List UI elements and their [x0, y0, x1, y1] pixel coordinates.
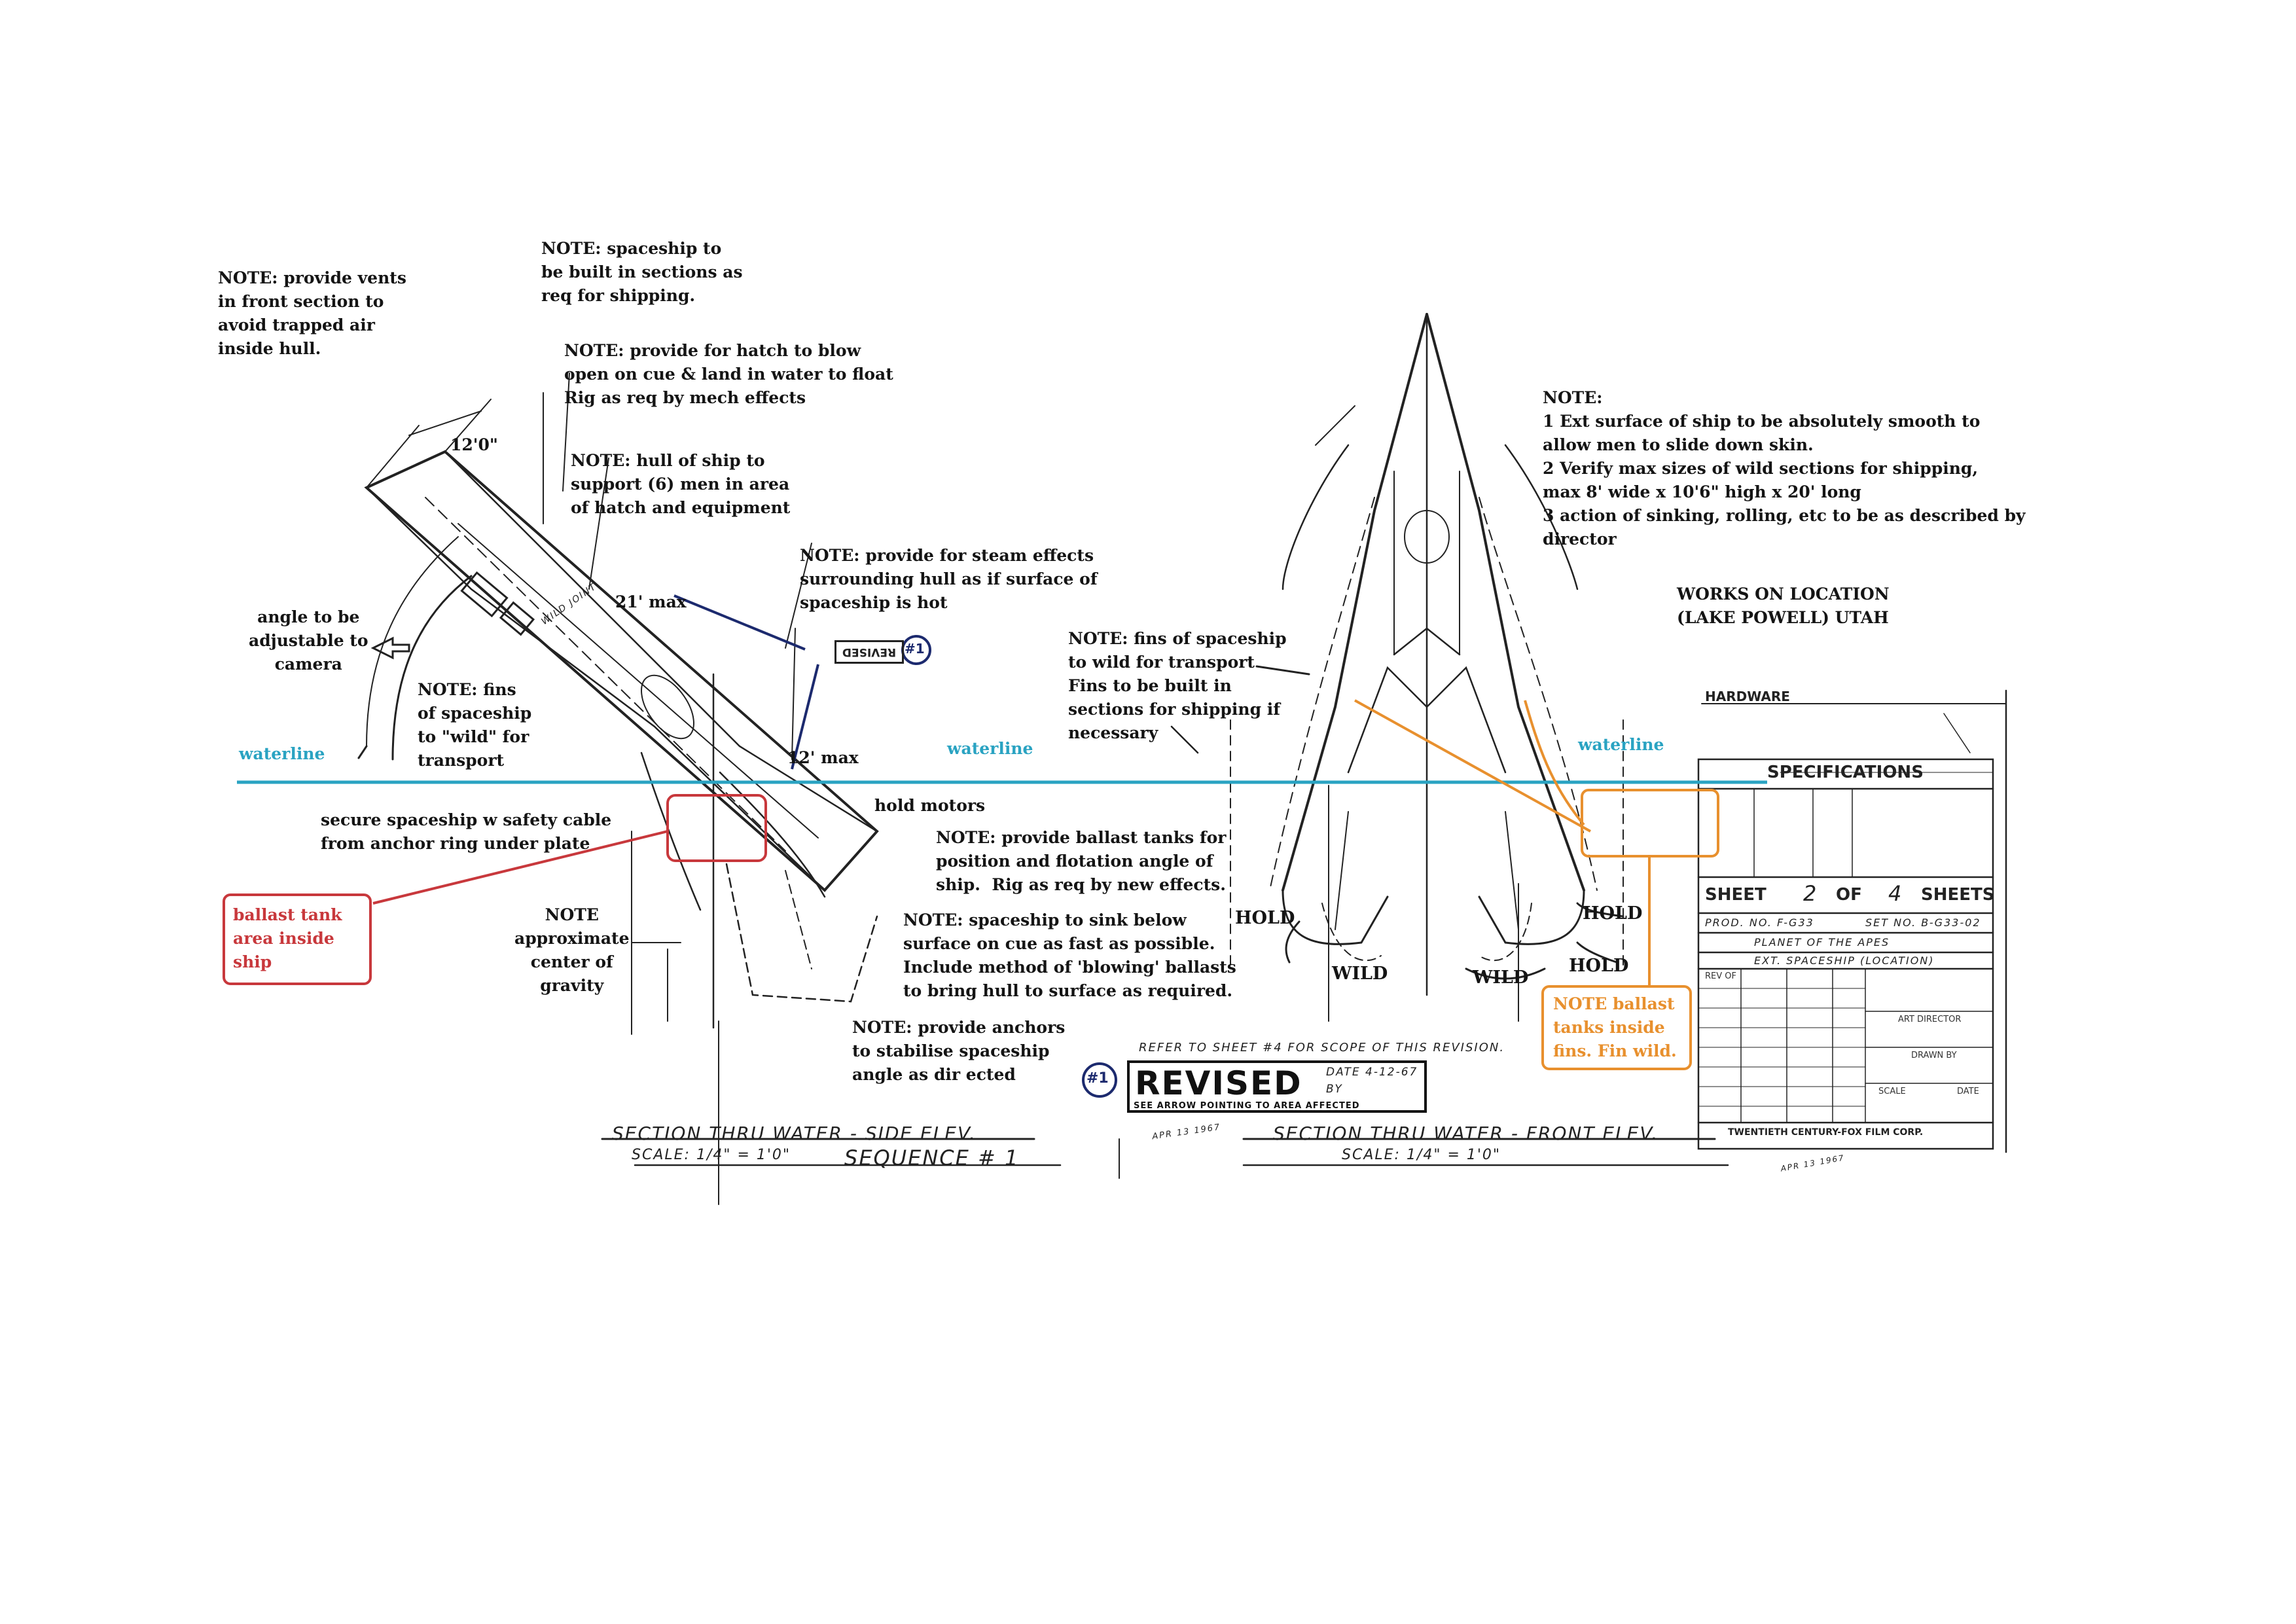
note-angle: angle to be adjustable to camera — [249, 607, 368, 674]
specifications-label: SPECIFICATIONS — [1767, 763, 1924, 782]
waterline-label-left: waterline — [239, 744, 325, 763]
revised-stamp-word: REVISED — [1135, 1064, 1302, 1102]
sequence-label: SEQUENCE # 1 — [844, 1146, 1020, 1170]
drawn-by-label: DRAWN BY — [1911, 1051, 1957, 1060]
sheet-number: 2 — [1803, 881, 1818, 906]
ballast-fins-callout-source — [1581, 789, 1719, 857]
note-vents: NOTE: provide vents in front section to … — [218, 268, 406, 358]
note-location: WORKS ON LOCATION (LAKE POWELL) UTAH — [1677, 585, 1890, 627]
ballast-fins-callout-text: NOTE ballast tanks inside fins. Fin wild… — [1553, 994, 1677, 1060]
scale-side: SCALE: 1/4" = 1'0" — [632, 1147, 791, 1163]
company-name: TWENTIETH CENTURY-FOX FILM CORP. — [1728, 1127, 1924, 1138]
small-revised-text: REVISED — [842, 645, 897, 659]
picture-title: PLANET OF THE APES — [1754, 936, 1890, 948]
section-front-elevation: SECTION THRU WATER - FRONT ELEV. — [1273, 1123, 1659, 1144]
sheet-row: SHEET 2 OF 4 SHEETS — [1705, 881, 1994, 909]
note-general: NOTE: 1 Ext surface of ship to be absolu… — [1543, 388, 2026, 549]
note-hull: NOTE: hull of ship to support (6) men in… — [571, 451, 791, 517]
ballast-tank-callout-text: ballast tank area inside ship — [233, 905, 342, 971]
small-revised-tag: REVISED — [834, 640, 904, 664]
scale-label: SCALE — [1878, 1087, 1906, 1096]
side-elevation-spaceship — [357, 372, 1120, 1205]
wild-label-center: WILD — [1473, 967, 1529, 988]
prod-number: PROD. NO. F-G33 — [1705, 916, 1814, 929]
dimension-12-ft: 12'0" — [450, 435, 498, 454]
note-ballast: NOTE: provide ballast tanks for position… — [936, 828, 1227, 894]
title-block-frame — [1697, 689, 2007, 1153]
revised-stamp-arrow-note: SEE ARROW POINTING TO AREA AFFECTED — [1134, 1101, 1360, 1111]
revised-stamp-date: DATE 4-12-67 — [1326, 1066, 1418, 1079]
note-hatch: NOTE: provide for hatch to blow open on … — [564, 341, 893, 384]
dimension-12-max: 12' max — [787, 748, 859, 767]
hold-label-right-lower: HOLD — [1569, 956, 1629, 976]
dimension-21-max: 21' max — [615, 592, 687, 611]
revision-mark-1-small: #1 — [905, 641, 925, 657]
waterline-label-right: waterline — [1578, 735, 1664, 754]
note-hatch-rig: Rig as req by mech effects — [564, 388, 806, 407]
of-label: OF — [1836, 885, 1862, 905]
waterline-label-middle: waterline — [947, 739, 1033, 758]
sheet-total: 4 — [1888, 881, 1903, 906]
note-anchors: NOTE: provide anchors to stabilise space… — [852, 1018, 1066, 1084]
art-director-label: ART DIRECTOR — [1898, 1015, 1962, 1024]
revision-mark-1: #1 — [1086, 1070, 1109, 1087]
note-gravity: NOTE approximate center of gravity — [514, 905, 630, 995]
wild-label-left: WILD — [1332, 964, 1388, 984]
note-sections: NOTE: spaceship to be built in sections … — [541, 239, 743, 305]
scale-front: SCALE: 1/4" = 1'0" — [1342, 1147, 1501, 1163]
note-steam: NOTE: provide for steam effects surround… — [800, 546, 1098, 612]
set-number: SET NO. B-G33-02 — [1865, 916, 1981, 929]
sheet-label: SHEET — [1705, 885, 1767, 905]
sheets-label: SHEETS — [1921, 885, 1995, 905]
note-fins-wild: NOTE: fins of spaceship to "wild" for tr… — [418, 680, 532, 770]
note-hold-motors: hold motors — [874, 796, 986, 815]
rev-of-label: REV OF — [1705, 971, 1736, 981]
revised-stamp-by: BY — [1326, 1083, 1343, 1096]
date-label: DATE — [1957, 1087, 1979, 1096]
note-sink: NOTE: spaceship to sink below surface on… — [903, 911, 1236, 1000]
revised-stamp: REVISED DATE 4-12-67 BY SEE ARROW POINTI… — [1127, 1060, 1427, 1113]
hold-label-right-upper: HOLD — [1583, 903, 1643, 924]
note-fins-transport: NOTE: fins of spaceship to wild for tran… — [1068, 629, 1287, 742]
hardware-label: HARDWARE — [1705, 689, 1790, 704]
set-name: EXT. SPACESHIP (LOCATION) — [1754, 954, 1935, 967]
ballast-tank-callout — [223, 893, 372, 985]
ballast-fins-callout — [1541, 985, 1692, 1070]
front-elevation-spaceship — [1170, 313, 1729, 1166]
refer-note: REFER TO SHEET #4 FOR SCOPE OF THIS REVI… — [1139, 1041, 1505, 1055]
section-side-elevation: SECTION THRU WATER - SIDE ELEV. — [612, 1123, 977, 1144]
note-safety-cable: secure spaceship w safety cable from anc… — [321, 810, 612, 853]
hold-label-left: HOLD — [1235, 908, 1295, 928]
